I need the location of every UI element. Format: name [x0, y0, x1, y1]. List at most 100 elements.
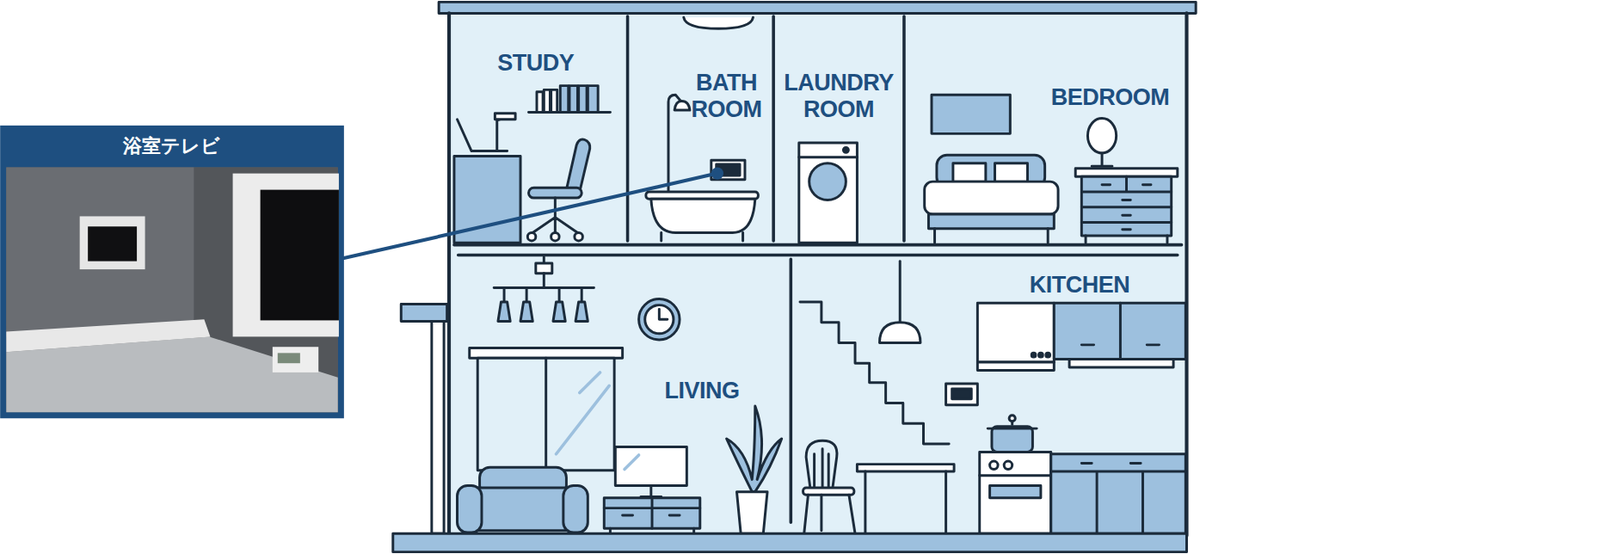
- stair-dining: [806, 440, 837, 488]
- room-label: KITCHEN: [1029, 271, 1131, 298]
- laundry-washer: [843, 147, 849, 153]
- laundry-washer: [799, 142, 858, 243]
- study-furniture: [574, 232, 583, 240]
- kitchen-fixtures: [979, 451, 1052, 534]
- kitchen-fixtures: [1031, 352, 1036, 357]
- callout-panel: [260, 190, 339, 321]
- callout-panel: [0, 125, 345, 419]
- living-furniture: [736, 492, 768, 535]
- callout-panel: [272, 346, 319, 373]
- callout-heading: 浴室テレビ: [0, 125, 345, 167]
- kitchen-fixtures: [1053, 302, 1186, 359]
- bedroom-furniture: [931, 94, 1010, 134]
- bathroom-fixtures: [711, 160, 745, 180]
- bathroom-fixtures: [661, 232, 744, 240]
- stair-dining: [803, 487, 855, 495]
- living-furniture: [477, 357, 615, 470]
- stair-dining: [856, 464, 954, 472]
- callout-box: 浴室テレビ: [0, 125, 345, 419]
- kitchen-fixtures: [1039, 352, 1044, 357]
- study-furniture: [527, 232, 536, 240]
- living-furniture: [645, 305, 674, 334]
- stair-dining: [880, 322, 921, 344]
- study-furniture: [566, 139, 590, 192]
- kitchen-fixtures: [977, 302, 1186, 534]
- bedroom-furniture: [935, 228, 1049, 244]
- house-shell: [683, 17, 754, 29]
- study-furniture: [587, 86, 598, 113]
- study-furniture: [454, 86, 610, 244]
- study-furniture: [551, 89, 558, 112]
- laundry-washer: [799, 142, 858, 243]
- living-furniture: [520, 301, 533, 322]
- study-furniture: [494, 113, 516, 120]
- stair-dining: [946, 383, 979, 406]
- study-furniture: [543, 89, 550, 112]
- room-label: STUDY: [497, 49, 574, 76]
- study-furniture: [529, 187, 583, 198]
- study-furniture: [551, 232, 560, 240]
- kitchen-fixtures: [977, 362, 1054, 370]
- living-furniture: [726, 406, 782, 493]
- house-walls: [393, 12, 1188, 552]
- room-label: BEDROOM: [1051, 84, 1170, 111]
- bedroom-furniture: [1081, 176, 1171, 243]
- stair-dining: [800, 301, 949, 444]
- house-walls: [400, 303, 447, 321]
- living-furniture: [553, 301, 566, 322]
- living-furniture: [640, 486, 662, 498]
- living-furniture: [469, 347, 623, 358]
- house-walls: [393, 533, 1188, 552]
- living-furniture: [639, 298, 680, 339]
- living-furniture: [535, 263, 553, 274]
- leader-line: [344, 167, 724, 259]
- callout-panel: [6, 319, 210, 352]
- bedroom-furniture: [1091, 153, 1113, 167]
- stair-dining: [898, 261, 902, 323]
- study-furniture: [569, 86, 578, 113]
- house-walls: [431, 321, 444, 535]
- kitchen-fixtures: [1051, 454, 1187, 535]
- leader-line: [344, 174, 713, 259]
- kitchen-fixtures: [990, 461, 998, 469]
- house-shell: [438, 1, 1196, 13]
- callout-panel: [87, 226, 137, 261]
- living-furniture: [658, 308, 667, 320]
- house-walls: [454, 245, 1182, 256]
- living-furniture: [498, 301, 511, 322]
- living-furniture: [575, 301, 588, 322]
- leader-line: [711, 167, 724, 180]
- house-shell: [449, 12, 1187, 536]
- living-furniture: [544, 357, 548, 470]
- study-furniture: [578, 86, 587, 113]
- callout-panel: [0, 125, 345, 419]
- bedroom-furniture: [924, 94, 1178, 243]
- bathroom-fixtures: [674, 100, 690, 111]
- room-label: LIVING: [664, 377, 740, 404]
- stair-dining: [804, 494, 856, 534]
- study-furniture: [457, 119, 508, 152]
- house-walls: [627, 16, 905, 523]
- kitchen-fixtures: [1003, 461, 1012, 469]
- laundry-washer: [809, 163, 847, 201]
- living-furniture: [493, 273, 594, 302]
- bathroom-fixtures: [651, 198, 756, 233]
- study-furniture: [536, 92, 543, 113]
- kitchen-fixtures: [977, 302, 1054, 363]
- bedroom-furniture: [953, 163, 986, 182]
- kitchen-fixtures: [1046, 352, 1051, 357]
- callout-panel: [277, 352, 301, 364]
- room-label: BATH ROOM: [678, 69, 776, 122]
- bedroom-furniture: [995, 163, 1028, 182]
- stair-dining: [800, 261, 978, 535]
- kitchen-fixtures: [991, 426, 1033, 453]
- living-furniture: [624, 455, 640, 470]
- bedroom-furniture: [924, 181, 1059, 215]
- kitchen-fixtures: [990, 486, 1041, 499]
- kitchen-fixtures: [1051, 462, 1187, 534]
- house-shell: [438, 1, 1196, 536]
- callout-panel: [233, 173, 339, 338]
- bedroom-furniture: [1087, 118, 1116, 154]
- stair-dining: [865, 471, 947, 534]
